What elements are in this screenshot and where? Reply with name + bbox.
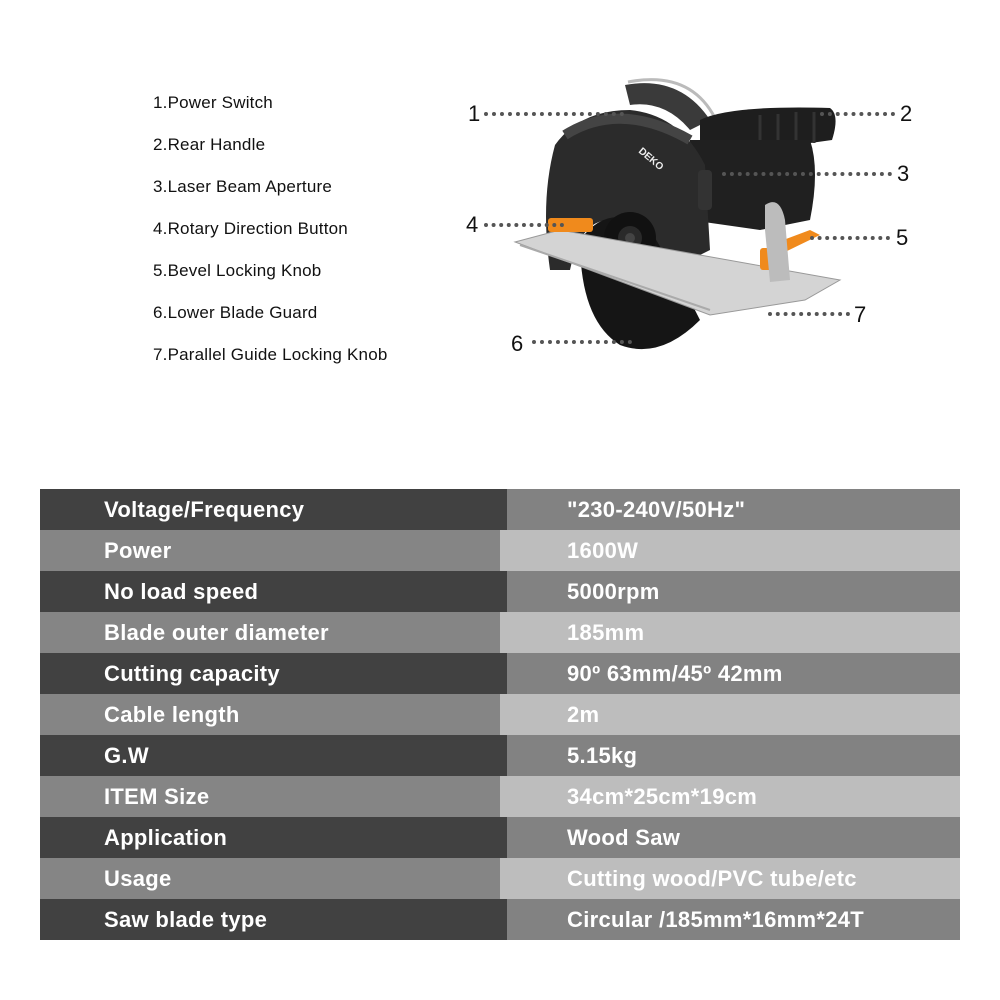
- rotary-direction-button: [548, 218, 593, 232]
- spec-row: Usage Cutting wood/PVC tube/etc: [40, 858, 960, 899]
- callout-4-leader: [484, 223, 564, 227]
- spec-value: Circular /185mm*16mm*24T: [507, 899, 960, 940]
- circular-saw-illustration: DEKO: [513, 78, 842, 350]
- spec-row: No load speed 5000rpm: [40, 571, 960, 612]
- spec-label: Application: [40, 817, 507, 858]
- spec-label: No load speed: [40, 571, 507, 612]
- spec-value: "230-240V/50Hz": [507, 489, 960, 530]
- spec-label: Usage: [40, 858, 500, 899]
- spec-row: Cable length 2m: [40, 694, 960, 735]
- spec-label: Voltage/Frequency: [40, 489, 507, 530]
- spec-value: Cutting wood/PVC tube/etc: [500, 858, 960, 899]
- spec-value: 2m: [500, 694, 960, 735]
- part-label: 7.Parallel Guide Locking Knob: [153, 345, 388, 364]
- spec-label: ITEM Size: [40, 776, 500, 817]
- spec-row: Voltage/Frequency "230-240V/50Hz": [40, 489, 960, 530]
- callout-6-leader: [532, 340, 632, 344]
- callout-1-leader: [484, 112, 624, 116]
- part-label: 6.Lower Blade Guard: [153, 303, 318, 322]
- callout-4: 4: [466, 212, 479, 237]
- part-label: 3.Laser Beam Aperture: [153, 177, 333, 196]
- bevel-locking-knob: [778, 230, 820, 252]
- spec-row: Blade outer diameter 185mm: [40, 612, 960, 653]
- spec-table: Voltage/Frequency "230-240V/50Hz" Power …: [40, 489, 960, 940]
- part-label: 5.Bevel Locking Knob: [153, 261, 322, 280]
- spec-row: Cutting capacity 90º 63mm/45º 42mm: [40, 653, 960, 694]
- spec-value: 1600W: [500, 530, 960, 571]
- callout-7-leader: [768, 312, 850, 316]
- spec-label: Cutting capacity: [40, 653, 507, 694]
- spec-label: Power: [40, 530, 500, 571]
- spec-label: Saw blade type: [40, 899, 507, 940]
- parts-legend: 1.Power Switch 2.Rear Handle 3.Laser Bea…: [153, 93, 388, 387]
- callout-3-leader: [722, 172, 892, 176]
- callout-2: 2: [900, 101, 913, 126]
- part-label: 1.Power Switch: [153, 93, 273, 112]
- spec-row: G.W 5.15kg: [40, 735, 960, 776]
- spec-row: Saw blade type Circular /185mm*16mm*24T: [40, 899, 960, 940]
- part-label: 2.Rear Handle: [153, 135, 266, 154]
- callout-5: 5: [896, 225, 909, 250]
- callout-1: 1: [468, 101, 481, 126]
- spec-value: 5.15kg: [507, 735, 960, 776]
- spec-row: Power 1600W: [40, 530, 960, 571]
- spec-label: G.W: [40, 735, 507, 776]
- callout-7: 7: [854, 302, 867, 327]
- part-label: 4.Rotary Direction Button: [153, 219, 348, 238]
- callout-2-leader: [820, 112, 895, 116]
- spec-value: 185mm: [500, 612, 960, 653]
- callout-5-leader: [810, 236, 890, 240]
- spec-value: 5000rpm: [507, 571, 960, 612]
- circular-saw-diagram: DEKO 1 2 3 4 5 6 7: [460, 70, 940, 370]
- spec-value: Wood Saw: [507, 817, 960, 858]
- spec-label: Blade outer diameter: [40, 612, 500, 653]
- spec-label: Cable length: [40, 694, 500, 735]
- callout-3: 3: [897, 161, 910, 186]
- spec-value: 90º 63mm/45º 42mm: [507, 653, 960, 694]
- callout-6: 6: [511, 331, 524, 356]
- spec-row: Application Wood Saw: [40, 817, 960, 858]
- spec-value: 34cm*25cm*19cm: [500, 776, 960, 817]
- spec-row: ITEM Size 34cm*25cm*19cm: [40, 776, 960, 817]
